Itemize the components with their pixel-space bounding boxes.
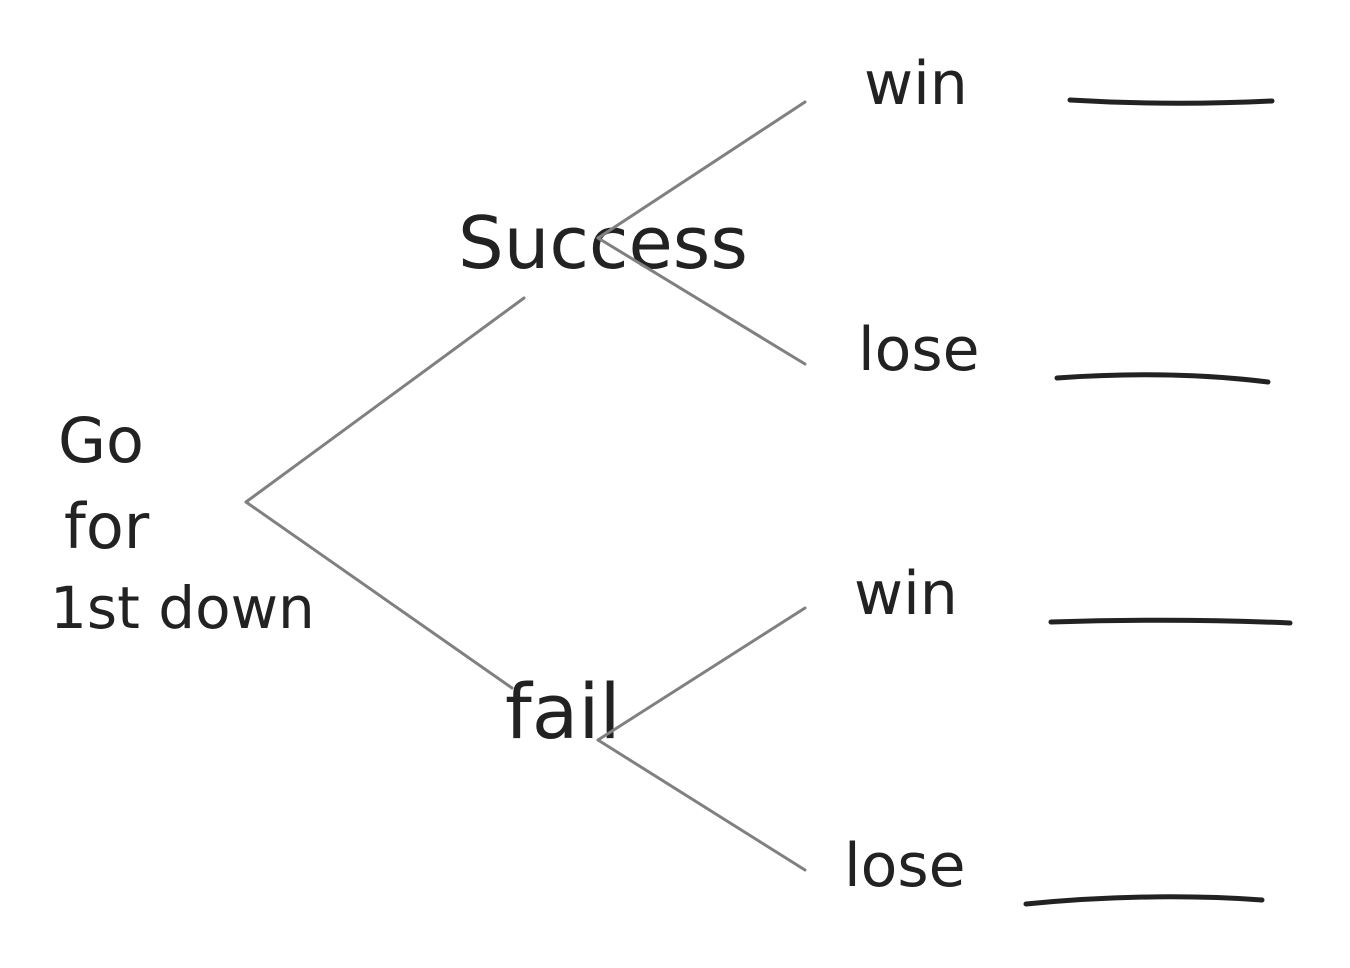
answer-blank-line[interactable] bbox=[1054, 372, 1271, 385]
branch-success-to-lose bbox=[596, 236, 807, 366]
outcome-fail-win: win bbox=[854, 559, 1293, 629]
branch-root-to-success bbox=[244, 296, 526, 504]
outcome-label: win bbox=[854, 559, 958, 629]
root-node: Go for 1st down bbox=[50, 404, 315, 642]
outcome-success-win: win bbox=[864, 49, 1275, 119]
root-label-line-2: for bbox=[64, 490, 150, 563]
outcome-label: lose bbox=[858, 315, 980, 385]
answer-blank-line[interactable] bbox=[1067, 97, 1275, 106]
branch-fail-to-win bbox=[596, 606, 807, 742]
branch-fail-to-lose bbox=[596, 738, 807, 872]
root-label-line-3: 1st down bbox=[50, 574, 315, 642]
success-node: Success bbox=[458, 201, 748, 285]
outcome-label: lose bbox=[844, 831, 966, 901]
success-label: Success bbox=[458, 201, 748, 285]
outcome-fail-lose: lose bbox=[844, 831, 1265, 907]
outcome-success-lose: lose bbox=[858, 315, 1271, 385]
answer-blank-line[interactable] bbox=[1023, 894, 1265, 907]
branch-root-to-fail bbox=[244, 500, 514, 690]
answer-blank-line[interactable] bbox=[1048, 617, 1293, 626]
outcome-label: win bbox=[864, 49, 968, 119]
root-label-line-1: Go bbox=[58, 404, 144, 477]
branch-success-to-win bbox=[596, 100, 807, 240]
